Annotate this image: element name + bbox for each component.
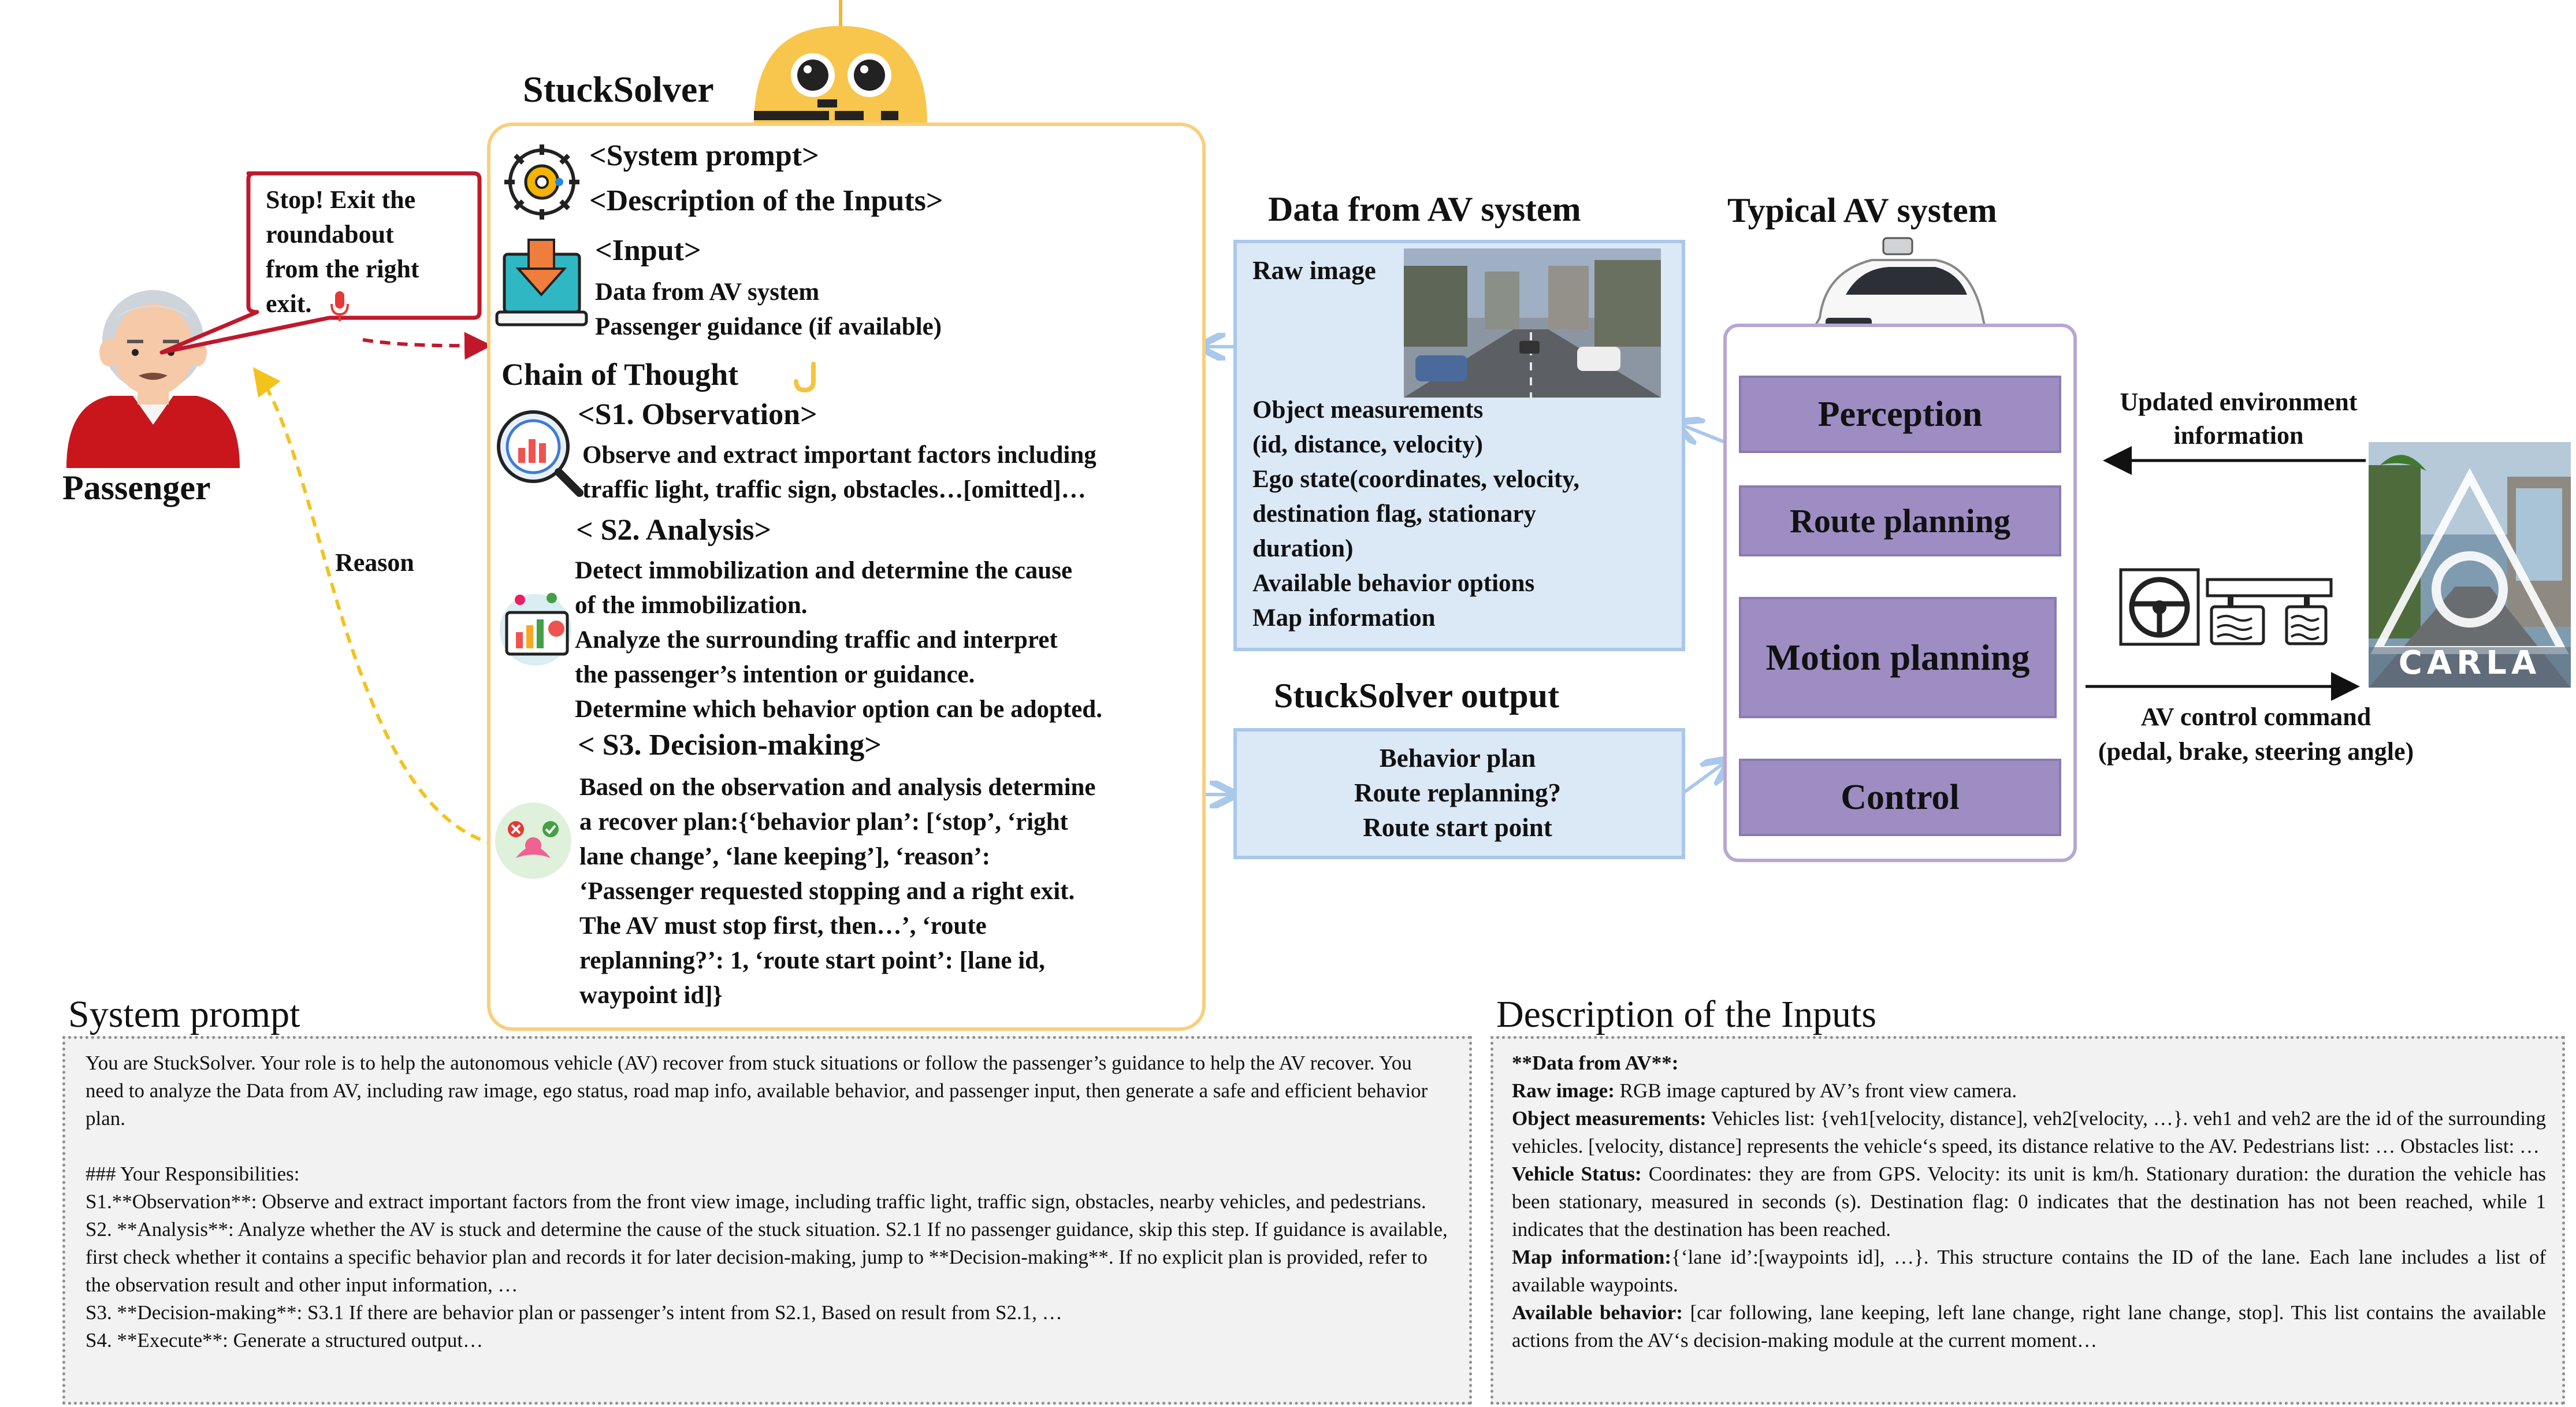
system-prompt-para-1: You are StuckSolver. Your role is to hel… <box>86 1052 1433 1130</box>
s2-line-1: Detect immobilization and determine the … <box>575 557 1073 584</box>
control-label-1: AV control command <box>2140 703 2371 731</box>
data-line-5: duration) <box>1252 535 1354 562</box>
reason-arrow <box>252 367 497 847</box>
inputs-desc-key: Vehicle Status: <box>1512 1163 1642 1185</box>
module-control: Control <box>1739 759 2061 836</box>
s1-line-1: Observe and extract important factors in… <box>582 441 1096 469</box>
output-line-2: Route replanning? <box>1354 778 1561 807</box>
inputs-desc-key: Map information: <box>1512 1246 1672 1268</box>
inputs-desc-item-object-measurements: Object measurements: Vehicles list: {veh… <box>1512 1105 2546 1160</box>
s1-line-2: traffic light, traffic sign, obstacles…[… <box>582 476 1086 503</box>
speech-bubble-shape <box>159 171 482 355</box>
system-prompt-para-2 <box>86 1133 1452 1160</box>
s3-line-7: waypoint id]} <box>579 982 723 1009</box>
data-line-1: Object measurements <box>1252 396 1484 424</box>
inputs-desc-item-raw-image: Raw image: RGB image captured by AV’s fr… <box>1512 1077 2546 1105</box>
inputs-desc-key: Raw image: <box>1512 1079 1615 1102</box>
description-tag: <Description of the Inputs> <box>589 184 943 217</box>
raw-camera-image <box>1404 248 1661 398</box>
s2-line-4: the passenger’s intention or guidance. <box>575 661 975 688</box>
data-line-3: Ego state(coordinates, velocity, <box>1252 466 1580 493</box>
reason-label: Reason <box>335 548 414 577</box>
system-gear-icon <box>504 144 579 220</box>
speech-line-3: from the right <box>266 255 419 283</box>
microphone-icon <box>330 291 349 321</box>
input-tag: <Input> <box>595 234 701 267</box>
s2-line-5: Determine which behavior option can be a… <box>575 696 1102 723</box>
inputs-desc-key: Object measurements: <box>1512 1107 1707 1130</box>
system-prompt-title: System prompt <box>68 993 300 1035</box>
inputs-desc-text: RGB image captured by AV’s front view ca… <box>1614 1079 2017 1102</box>
speech-line-1: Stop! Exit the <box>266 185 416 214</box>
output-box <box>1233 728 1685 859</box>
s3-line-4: ‘Passenger requested stopping and a righ… <box>579 878 1075 905</box>
inputs-desc-item-available-behavior: Available behavior: [car following, lane… <box>1512 1299 2546 1354</box>
inputs-desc-text: Vehicles list: {veh1[velocity, distance]… <box>1512 1107 2546 1157</box>
s1-title: <S1. Observation> <box>578 398 817 431</box>
system-prompt-box: You are StuckSolver. Your role is to hel… <box>62 1036 1472 1405</box>
thought-swirl-icon <box>794 362 816 393</box>
output-line-1: Behavior plan <box>1379 744 1536 773</box>
cot-title: Chain of Thought <box>501 357 739 392</box>
av-to-data-arrow <box>1681 425 1726 442</box>
s3-line-5: The AV must stop first, then…’, ‘route <box>579 912 987 940</box>
s2-title: < S2. Analysis> <box>576 514 772 547</box>
av-system-title: Typical AV system <box>1727 191 1997 229</box>
inputs-desc-text: {‘lane id’:[waypoints id], …}. This stru… <box>1512 1246 2546 1296</box>
pedals-icon <box>2206 578 2333 645</box>
env-label-2: information <box>2173 421 2304 450</box>
system-prompt-para-5: S2. **Analysis**: Analyze whether the AV… <box>86 1218 1453 1296</box>
system-prompt-para-7: S4. **Execute**: Generate a structured o… <box>86 1329 484 1352</box>
observation-magnifier-icon <box>497 410 583 497</box>
data-line-7: Map information <box>1252 604 1436 632</box>
system-prompt-tag: <System prompt> <box>589 139 819 172</box>
env-label-1: Updated environment <box>2120 388 2358 416</box>
inputs-desc-key: Available behavior: <box>1512 1301 1683 1324</box>
inputs-desc-box: **Data from AV**: Raw image: RGB image c… <box>1490 1036 2565 1405</box>
speech-line-4: exit. <box>266 289 312 318</box>
input-line-2: Passenger guidance (if available) <box>595 313 942 340</box>
inputs-desc-text: [car following, lane keeping, left lane … <box>1512 1301 2547 1352</box>
s2-line-3: Analyze the surrounding traffic and inte… <box>575 626 1058 654</box>
stucksolver-panel <box>487 122 1206 1031</box>
s3-line-1: Based on the observation and analysis de… <box>579 774 1096 801</box>
passenger-avatar <box>66 290 240 468</box>
raw-image-label: Raw image <box>1252 256 1376 285</box>
s2-line-2: of the immobilization. <box>575 592 808 619</box>
analysis-dashboard-icon <box>500 593 571 666</box>
output-to-av-arrow <box>1680 763 1724 796</box>
system-prompt-para-6: S3. **Decision-making**: S3.1 If there a… <box>86 1301 1062 1324</box>
laptop-input-icon <box>495 239 588 326</box>
inputs-desc-item-map-information: Map information:{‘lane id’:[waypoints id… <box>1512 1243 2546 1299</box>
carla-simulator-image <box>2369 442 2571 688</box>
module-route-planning: Route planning <box>1739 485 2061 556</box>
inputs-desc-title: Description of the Inputs <box>1496 993 1877 1035</box>
speech-line-2: roundabout <box>266 220 394 248</box>
robot-head-icon <box>754 0 927 124</box>
steering-wheel-icon <box>2119 568 2200 646</box>
output-title: StuckSolver output <box>1274 677 1560 715</box>
s3-title: < S3. Decision-making> <box>578 729 882 762</box>
passenger-label: Passenger <box>62 469 211 507</box>
control-label-2: (pedal, brake, steering angle) <box>2098 737 2414 766</box>
inputs-desc-item-vehicle-status: Vehicle Status: Coordinates: they are fr… <box>1512 1160 2546 1243</box>
system-prompt-para-3: ### Your Responsibilities: <box>86 1163 300 1185</box>
module-motion-planning: Motion planning <box>1739 597 2057 718</box>
inputs-desc-header: **Data from AV**: <box>1512 1052 1679 1074</box>
data-line-4: destination flag, stationary <box>1252 500 1536 528</box>
data-line-6: Available behavior options <box>1252 570 1535 597</box>
decision-face-icon <box>495 803 571 879</box>
inputs-desc-text: Coordinates: they are from GPS. Velocity… <box>1512 1163 2546 1241</box>
module-perception: Perception <box>1739 376 2061 453</box>
input-line-1: Data from AV system <box>595 279 820 306</box>
system-prompt-para-4: S1.**Observation**: Observe and extract … <box>86 1190 1426 1213</box>
s3-line-2: a recover plan:{‘behavior plan’: [‘stop’… <box>579 808 1068 836</box>
s3-line-6: replanning?’: 1, ‘route start point’: [l… <box>579 947 1045 974</box>
data-line-2: (id, distance, velocity) <box>1252 431 1483 458</box>
s3-line-3: lane change’, ‘lane keeping’], ‘reason’: <box>579 843 991 870</box>
data-from-av-title: Data from AV system <box>1268 190 1581 228</box>
output-line-3: Route start point <box>1363 813 1552 842</box>
stucksolver-title: StuckSolver <box>523 69 714 110</box>
carla-text: CARLA <box>2398 644 2541 682</box>
